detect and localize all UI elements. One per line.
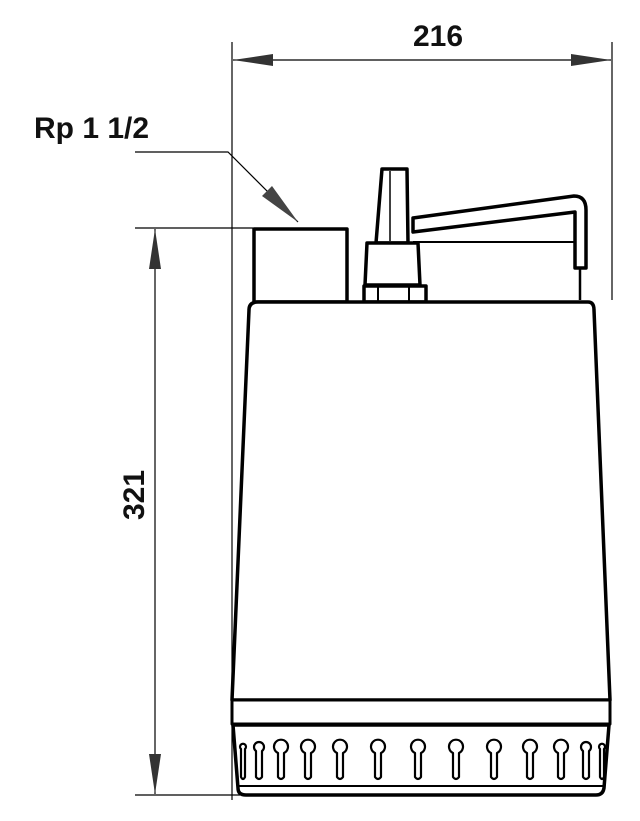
float-switch-handle [411, 194, 588, 270]
width-label: 216 [413, 20, 463, 53]
strainer-slot [447, 738, 465, 781]
strainer-slot [552, 738, 570, 781]
gland-nut [363, 241, 422, 287]
strainer-slot [369, 738, 387, 781]
housing-band [230, 698, 612, 726]
strainer-slot [597, 742, 607, 781]
outlet-leader: Rp 1 1/2 [34, 112, 299, 223]
outlet-label: Rp 1 1/2 [34, 112, 149, 145]
leader-line [135, 151, 299, 223]
strainer-slot [252, 740, 266, 781]
cable-gland [374, 167, 410, 245]
strainer-slots [238, 738, 607, 781]
strainer-slot [272, 738, 290, 781]
outlet-port [252, 227, 349, 304]
strainer-slot [331, 738, 349, 781]
hex-nut [362, 284, 428, 304]
motor-housing [230, 300, 612, 702]
height-dimension: 321 [118, 227, 253, 796]
strainer-slot [409, 738, 427, 781]
leader-arrow [262, 186, 298, 222]
strainer-slot [579, 740, 593, 781]
height-label: 321 [118, 470, 151, 520]
strainer-slot [238, 742, 248, 781]
strainer-slot [521, 738, 539, 781]
pump [230, 167, 612, 797]
strainer-slot [485, 738, 503, 781]
strainer-slot [299, 738, 317, 781]
